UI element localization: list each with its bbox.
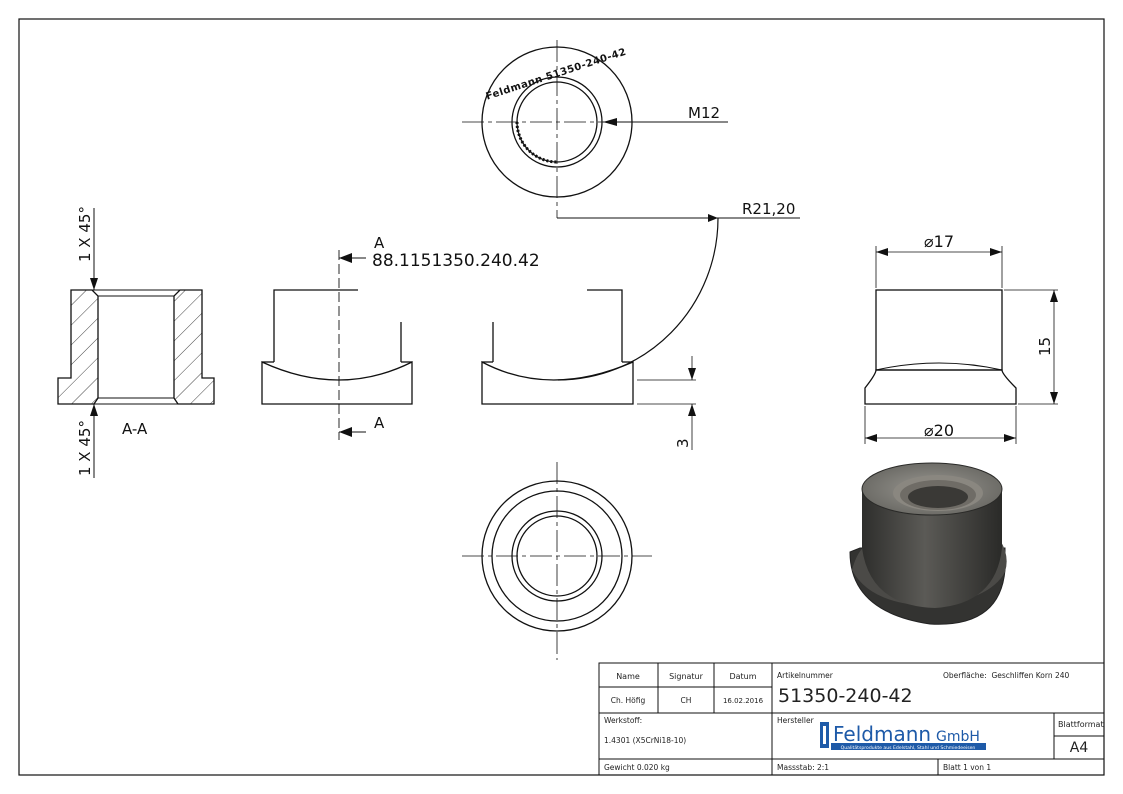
tb-oberflaeche: Oberfläche: Geschliffen Korn 240 <box>943 671 1070 680</box>
tb-massstab: Massstab: 2:1 <box>777 763 829 772</box>
tb-header-datum: Datum <box>729 672 756 681</box>
top-view <box>462 40 728 218</box>
radius-arc <box>557 214 800 381</box>
chamfer-top-label: 1 X 45° <box>76 206 94 262</box>
right-view <box>864 246 1058 444</box>
tb-header-signatur: Signatur <box>669 672 704 681</box>
section-marker-top: A <box>374 234 385 252</box>
section-marker-bottom: A <box>374 414 385 432</box>
tb-werkstoff-value: 1.4301 (X5CrNi18-10) <box>604 736 686 745</box>
tb-blattformat-value: A4 <box>1070 740 1089 756</box>
tb-gewicht: Gewicht 0.020 kg <box>604 763 670 772</box>
sheet-frame <box>18 18 1105 776</box>
chamfer-bottom-label: 1 X 45° <box>76 420 94 476</box>
thread-label: M12 <box>688 104 720 122</box>
tb-blattformat-label: Blattformat <box>1058 720 1104 729</box>
step-dimension: 3 <box>674 438 692 448</box>
tb-hersteller-label: Hersteller <box>777 716 815 725</box>
logo-main-text: Feldmann <box>833 722 931 746</box>
side-view <box>481 289 696 450</box>
height-dimension: 15 <box>1036 337 1054 356</box>
part-code: 88.1151350.240.42 <box>372 251 540 271</box>
tb-header-name: Name <box>616 672 640 681</box>
diameter-bottom-dimension: ⌀20 <box>924 421 954 440</box>
section-view <box>57 208 215 478</box>
logo-tagline: Qualitätsprodukte aus Edelstahl, Stahl u… <box>841 745 976 751</box>
engraving-text: Feldmann 51350-240-42 <box>485 47 628 103</box>
tb-datum: 16.02.2016 <box>723 697 764 705</box>
tb-header-artikelnummer: Artikelnummer <box>777 671 834 680</box>
section-label: A-A <box>122 420 148 438</box>
tb-article-number: 51350-240-42 <box>778 685 913 707</box>
logo-suffix-text: GmbH <box>936 729 980 745</box>
3d-model <box>849 462 1007 625</box>
bottom-view <box>462 462 652 660</box>
tb-werkstoff-label: Werkstoff: <box>604 716 642 725</box>
radius-label: R21,20 <box>742 200 795 218</box>
front-view <box>261 250 413 440</box>
tb-blatt: Blatt 1 von 1 <box>943 763 991 772</box>
tb-name: Ch. Höfig <box>611 696 646 705</box>
title-block <box>598 662 1105 776</box>
feldmann-logo: Feldmann GmbH Qualitätsprodukte aus Edel… <box>820 722 986 751</box>
diameter-top-dimension: ⌀17 <box>924 232 954 251</box>
tb-signatur: CH <box>681 696 692 705</box>
